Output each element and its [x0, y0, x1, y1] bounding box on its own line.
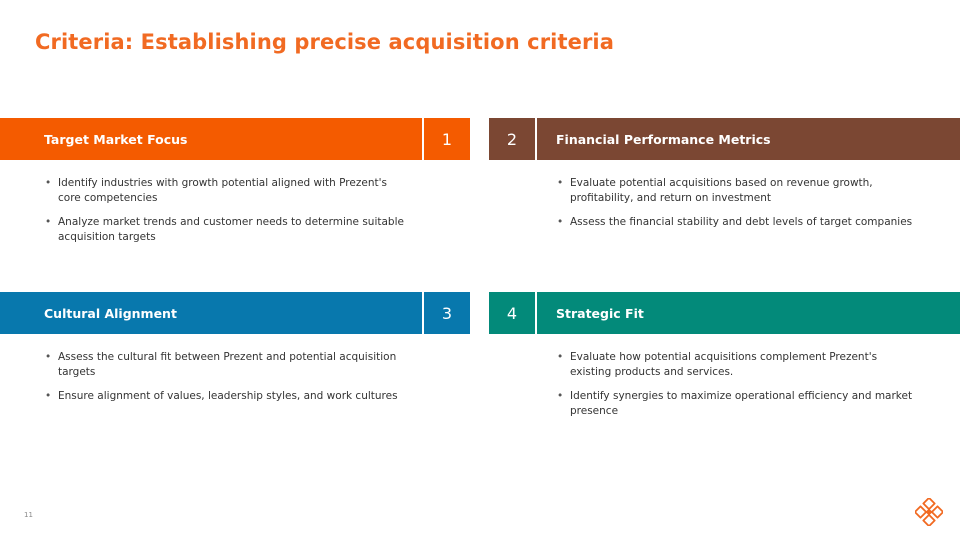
list-item: Ensure alignment of values, leadership s…	[44, 389, 404, 404]
card-header-strategic-fit: 4 Strategic Fit	[489, 292, 960, 334]
card-header-target-market: Target Market Focus 1	[0, 118, 470, 160]
card-number: 4	[489, 292, 537, 334]
card-bullets-strategic-fit: Evaluate how potential acquisitions comp…	[556, 350, 916, 428]
page-number: 11	[24, 511, 33, 519]
card-bullets-financial-performance: Evaluate potential acquisitions based on…	[556, 176, 916, 240]
card-number: 3	[422, 292, 470, 334]
card-bullets-target-market: Identify industries with growth potentia…	[44, 176, 404, 254]
card-number: 1	[422, 118, 470, 160]
card-header-cultural-alignment: Cultural Alignment 3	[0, 292, 470, 334]
card-number: 2	[489, 118, 537, 160]
card-bullets-cultural-alignment: Assess the cultural fit between Prezent …	[44, 350, 404, 414]
list-item: Evaluate how potential acquisitions comp…	[556, 350, 916, 379]
card-heading: Target Market Focus	[44, 131, 188, 147]
list-item: Analyze market trends and customer needs…	[44, 215, 404, 244]
list-item: Identify synergies to maximize operation…	[556, 389, 916, 418]
list-item: Identify industries with growth potentia…	[44, 176, 404, 205]
prezent-logo-icon	[915, 498, 943, 526]
card-header-financial-performance: 2 Financial Performance Metrics	[489, 118, 960, 160]
list-item: Assess the financial stability and debt …	[556, 215, 916, 230]
page-title: Criteria: Establishing precise acquisiti…	[35, 30, 614, 54]
card-heading: Strategic Fit	[556, 305, 644, 321]
list-item: Assess the cultural fit between Prezent …	[44, 350, 404, 379]
card-heading: Financial Performance Metrics	[556, 131, 771, 147]
list-item: Evaluate potential acquisitions based on…	[556, 176, 916, 205]
card-heading: Cultural Alignment	[44, 305, 177, 321]
